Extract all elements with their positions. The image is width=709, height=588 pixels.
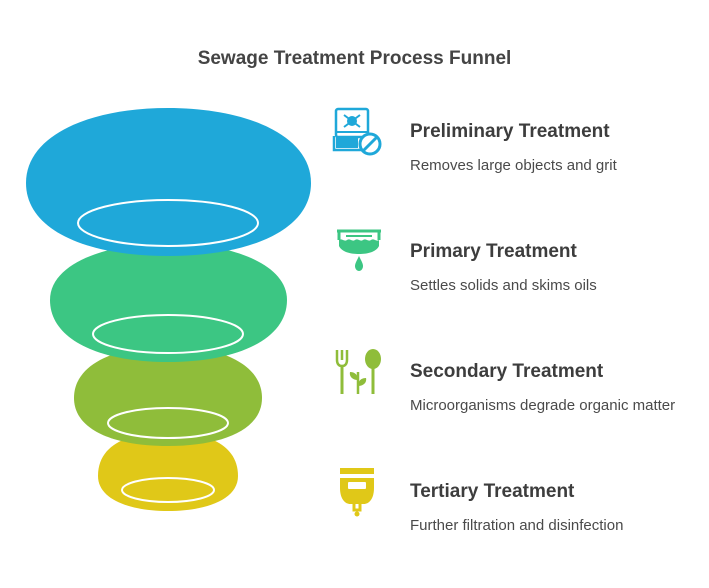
stage-title-primary: Primary Treatment [410, 241, 577, 262]
stage-title-tertiary: Tertiary Treatment [410, 481, 575, 502]
stage-description-primary: Settles solids and skims oils [410, 277, 597, 294]
microorganism-plant-icon [332, 346, 384, 398]
funnel-ring-tertiary [98, 432, 238, 511]
stage-title-preliminary: Preliminary Treatment [410, 121, 610, 142]
stage-description-tertiary: Further filtration and disinfection [410, 517, 624, 534]
funnel-ring-secondary [74, 346, 262, 446]
stage-description-secondary: Microorganisms degrade organic matter [410, 397, 676, 414]
stage-description-preliminary: Removes large objects and grit [410, 157, 617, 174]
funnel-ring-preliminary [26, 108, 311, 256]
stage-title-secondary: Secondary Treatment [410, 361, 604, 382]
funnel-ring-primary [50, 243, 287, 362]
filter-icon [334, 466, 386, 518]
page-title: Sewage Treatment Process Funnel [197, 48, 512, 69]
screening-icon [332, 106, 384, 158]
settling-tank-icon [334, 226, 386, 278]
